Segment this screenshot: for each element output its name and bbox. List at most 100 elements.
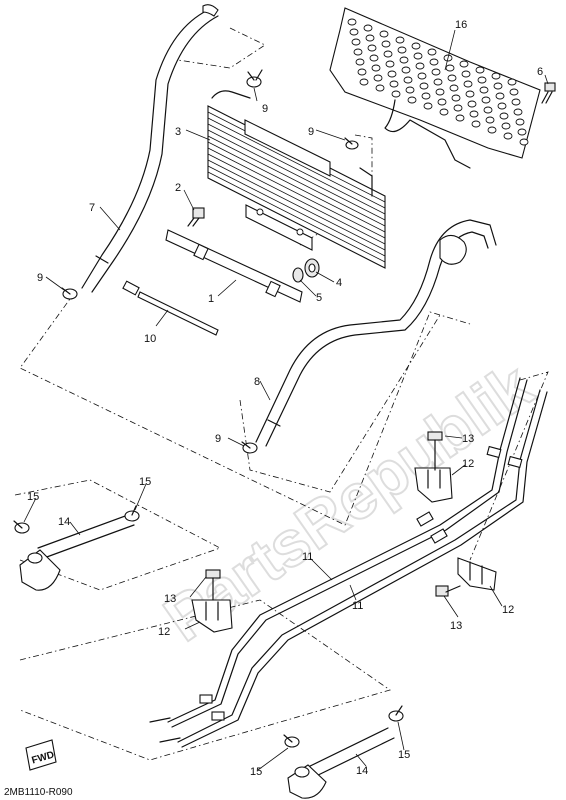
callout-9c: 9 xyxy=(37,272,43,284)
guard-hole xyxy=(355,58,365,66)
callout-12c: 12 xyxy=(502,604,514,616)
hose-clamp-9c xyxy=(61,287,78,300)
guard-hole xyxy=(427,48,437,56)
guard-hole xyxy=(475,66,485,74)
hose-clamp-15b xyxy=(124,505,140,522)
guard-hole xyxy=(485,116,495,124)
guard-hole xyxy=(375,84,385,92)
guard-hole xyxy=(461,70,471,78)
callout-4: 4 xyxy=(336,277,342,289)
cooler-fin xyxy=(207,165,386,257)
guard-hole xyxy=(411,42,421,50)
pipe-clamp-12c xyxy=(457,557,497,591)
guard-hole xyxy=(511,98,521,106)
guard-hole xyxy=(451,94,461,102)
guard-hole xyxy=(449,84,459,92)
guard-hole xyxy=(459,60,469,68)
guard-hole xyxy=(415,62,425,70)
callout-15a: 15 xyxy=(27,491,39,503)
guard-hole xyxy=(479,86,489,94)
guard-hole xyxy=(455,114,465,122)
callout-11b: 11 xyxy=(352,600,363,612)
callout-15b: 15 xyxy=(139,476,151,488)
guard-hole xyxy=(405,86,415,94)
drawing-code: 2MB1110-R090 xyxy=(4,787,73,798)
callout-9b: 9 xyxy=(308,126,314,138)
hose-clamp-9a xyxy=(246,69,263,88)
callout-15d: 15 xyxy=(250,766,262,778)
guard-hole xyxy=(347,18,357,26)
callout-9a: 9 xyxy=(262,103,268,115)
guard-hole xyxy=(519,138,529,146)
leader-lines xyxy=(23,29,549,771)
cooler-fin xyxy=(207,171,386,263)
callout-13b: 13 xyxy=(164,593,176,605)
cooler-fin xyxy=(207,135,386,227)
cooler-fin xyxy=(207,159,386,251)
guard-hole xyxy=(413,52,423,60)
callout-9d: 9 xyxy=(215,433,221,445)
guard-hole xyxy=(463,80,473,88)
guard-hole xyxy=(383,50,393,58)
hose-7 xyxy=(81,4,219,293)
guard-hole xyxy=(513,108,523,116)
callout-13a: 13 xyxy=(462,433,474,445)
callout-5: 5 xyxy=(316,292,322,304)
cooler-fin xyxy=(207,153,386,245)
hose-clamp-15a xyxy=(13,520,30,534)
guard-hole xyxy=(381,40,391,48)
guard-hole xyxy=(417,72,427,80)
guard-hole xyxy=(487,126,497,134)
callout-14a: 14 xyxy=(58,516,70,528)
guard-hole xyxy=(507,78,517,86)
guard-hole xyxy=(421,92,431,100)
guard-hole xyxy=(465,90,475,98)
guard-hole xyxy=(385,60,395,68)
guard-hole xyxy=(401,66,411,74)
callout-6: 6 xyxy=(537,66,543,78)
guard-hole xyxy=(435,88,445,96)
callout-12b: 12 xyxy=(158,626,170,638)
guard-hole xyxy=(509,88,519,96)
callout-14b: 14 xyxy=(356,765,368,777)
guard-hole xyxy=(497,102,507,110)
callout-12a: 12 xyxy=(462,458,474,470)
bolt-2 xyxy=(187,207,205,227)
callout-1: 1 xyxy=(208,293,214,305)
guard-hole xyxy=(495,92,505,100)
cooler-fin xyxy=(207,147,386,239)
guard-hole xyxy=(363,24,373,32)
guard-hole xyxy=(447,74,457,82)
guard-perforations xyxy=(347,18,529,146)
guard-hole xyxy=(353,48,363,56)
callout-8: 8 xyxy=(254,376,260,388)
guard-hole xyxy=(429,58,439,66)
guard-hole xyxy=(467,100,477,108)
radiator-guard xyxy=(329,7,541,169)
guard-hole xyxy=(491,72,501,80)
bolt-13b xyxy=(205,569,221,601)
guard-hole xyxy=(371,64,381,72)
hose-clamp-15c xyxy=(283,734,300,748)
guard-hole xyxy=(503,132,513,140)
guard-hole xyxy=(515,118,525,126)
guard-hole xyxy=(395,36,405,44)
guard-hole xyxy=(493,82,503,90)
guard-hole xyxy=(437,98,447,106)
guard-hole xyxy=(379,30,389,38)
guard-hole xyxy=(373,74,383,82)
guard-hole xyxy=(349,28,359,36)
cooler-fin xyxy=(207,141,386,233)
hose-clamp-15d xyxy=(388,705,404,722)
callout-11a: 11 xyxy=(302,551,313,563)
guard-hole xyxy=(481,96,491,104)
guard-hole xyxy=(351,38,361,46)
guard-hole xyxy=(391,90,401,98)
hose-14-right xyxy=(287,727,395,799)
guard-hole xyxy=(517,128,527,136)
guard-hole xyxy=(445,64,455,72)
guard-hole xyxy=(439,108,449,116)
callout-16: 16 xyxy=(455,19,467,31)
